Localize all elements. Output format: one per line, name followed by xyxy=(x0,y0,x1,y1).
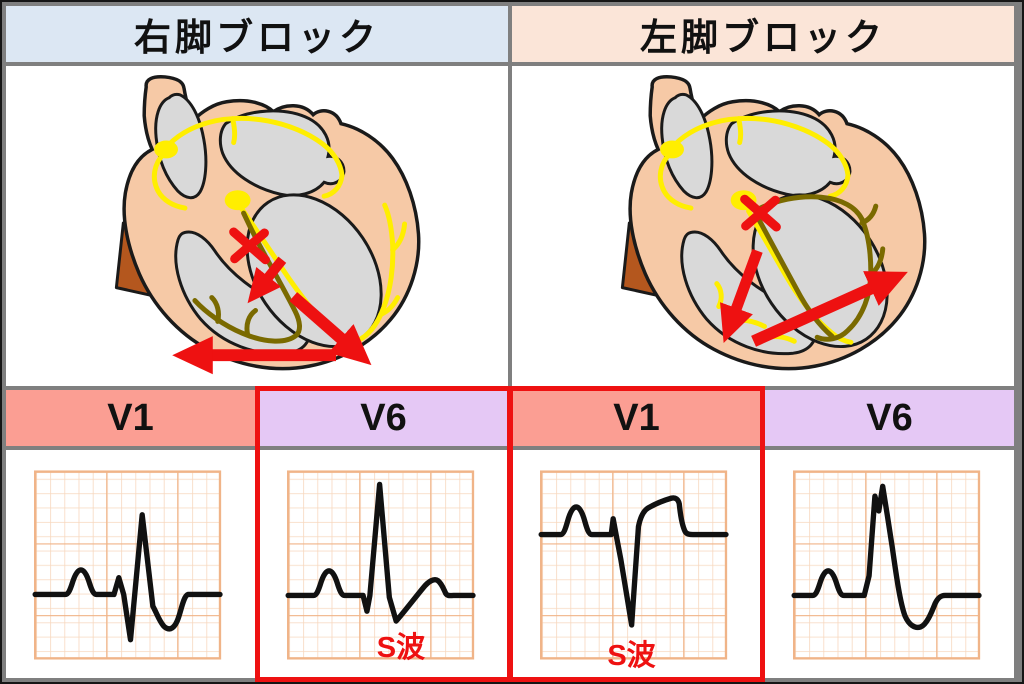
lead-label-text: V6 xyxy=(866,396,913,439)
ecg-strip xyxy=(538,470,729,660)
lead-label-rbbb-v6: V6 xyxy=(259,390,508,446)
rv-apex-arrow xyxy=(720,248,763,344)
header-right-bbb-label: 右脚ブロック xyxy=(134,17,380,58)
lead-label-lbbb-v1: V1 xyxy=(512,390,761,446)
s-wave-annotation: S波 xyxy=(376,632,426,664)
block-x-icon xyxy=(740,194,781,232)
heart-diagram-left-bbb xyxy=(512,66,1014,386)
ecg-trace xyxy=(32,512,223,643)
heart-illustration-left-bbb xyxy=(620,75,927,371)
block-x-icon xyxy=(229,227,270,265)
ecg-panel-lbbb-v1: S波 xyxy=(512,450,761,678)
ecg-panel-rbbb-v1 xyxy=(6,450,255,678)
header-left-bundle-branch-block: 左脚ブロック xyxy=(512,6,1014,62)
ecg-strip xyxy=(285,470,476,660)
sa-node xyxy=(660,140,684,159)
ecg-panel-lbbb-v6 xyxy=(765,450,1014,678)
heart-illustration-right-bbb xyxy=(114,75,421,375)
lv-lateral-arrow xyxy=(751,271,908,347)
lead-label-lbbb-v6: V6 xyxy=(765,390,1014,446)
apex-arrow xyxy=(289,292,372,366)
av-node xyxy=(224,190,251,211)
depolarization-arrows xyxy=(172,256,372,375)
ecg-strip xyxy=(791,470,982,660)
header-left-bbb-label: 左脚ブロック xyxy=(640,17,886,58)
ecg-strip xyxy=(32,470,223,660)
lead-label-rbbb-v1: V1 xyxy=(6,390,255,446)
s-wave-annotation: S波 xyxy=(607,640,656,672)
right-atrium xyxy=(660,92,714,200)
ecg-trace xyxy=(791,483,982,631)
lead-label-text: V1 xyxy=(613,396,660,439)
lead-label-text: V6 xyxy=(360,396,407,439)
septal-arrow xyxy=(247,256,287,304)
ecg-trace xyxy=(285,481,476,624)
heart-diagram-right-bbb xyxy=(6,66,508,386)
depolarization-arrows xyxy=(720,248,908,347)
header-right-bundle-branch-block: 右脚ブロック xyxy=(6,6,508,62)
lead-label-text: V1 xyxy=(107,396,154,439)
ecg-panel-rbbb-v6: S波 xyxy=(259,450,508,678)
sa-node xyxy=(154,140,178,159)
ecg-trace xyxy=(538,495,729,628)
right-atrium xyxy=(154,92,208,200)
